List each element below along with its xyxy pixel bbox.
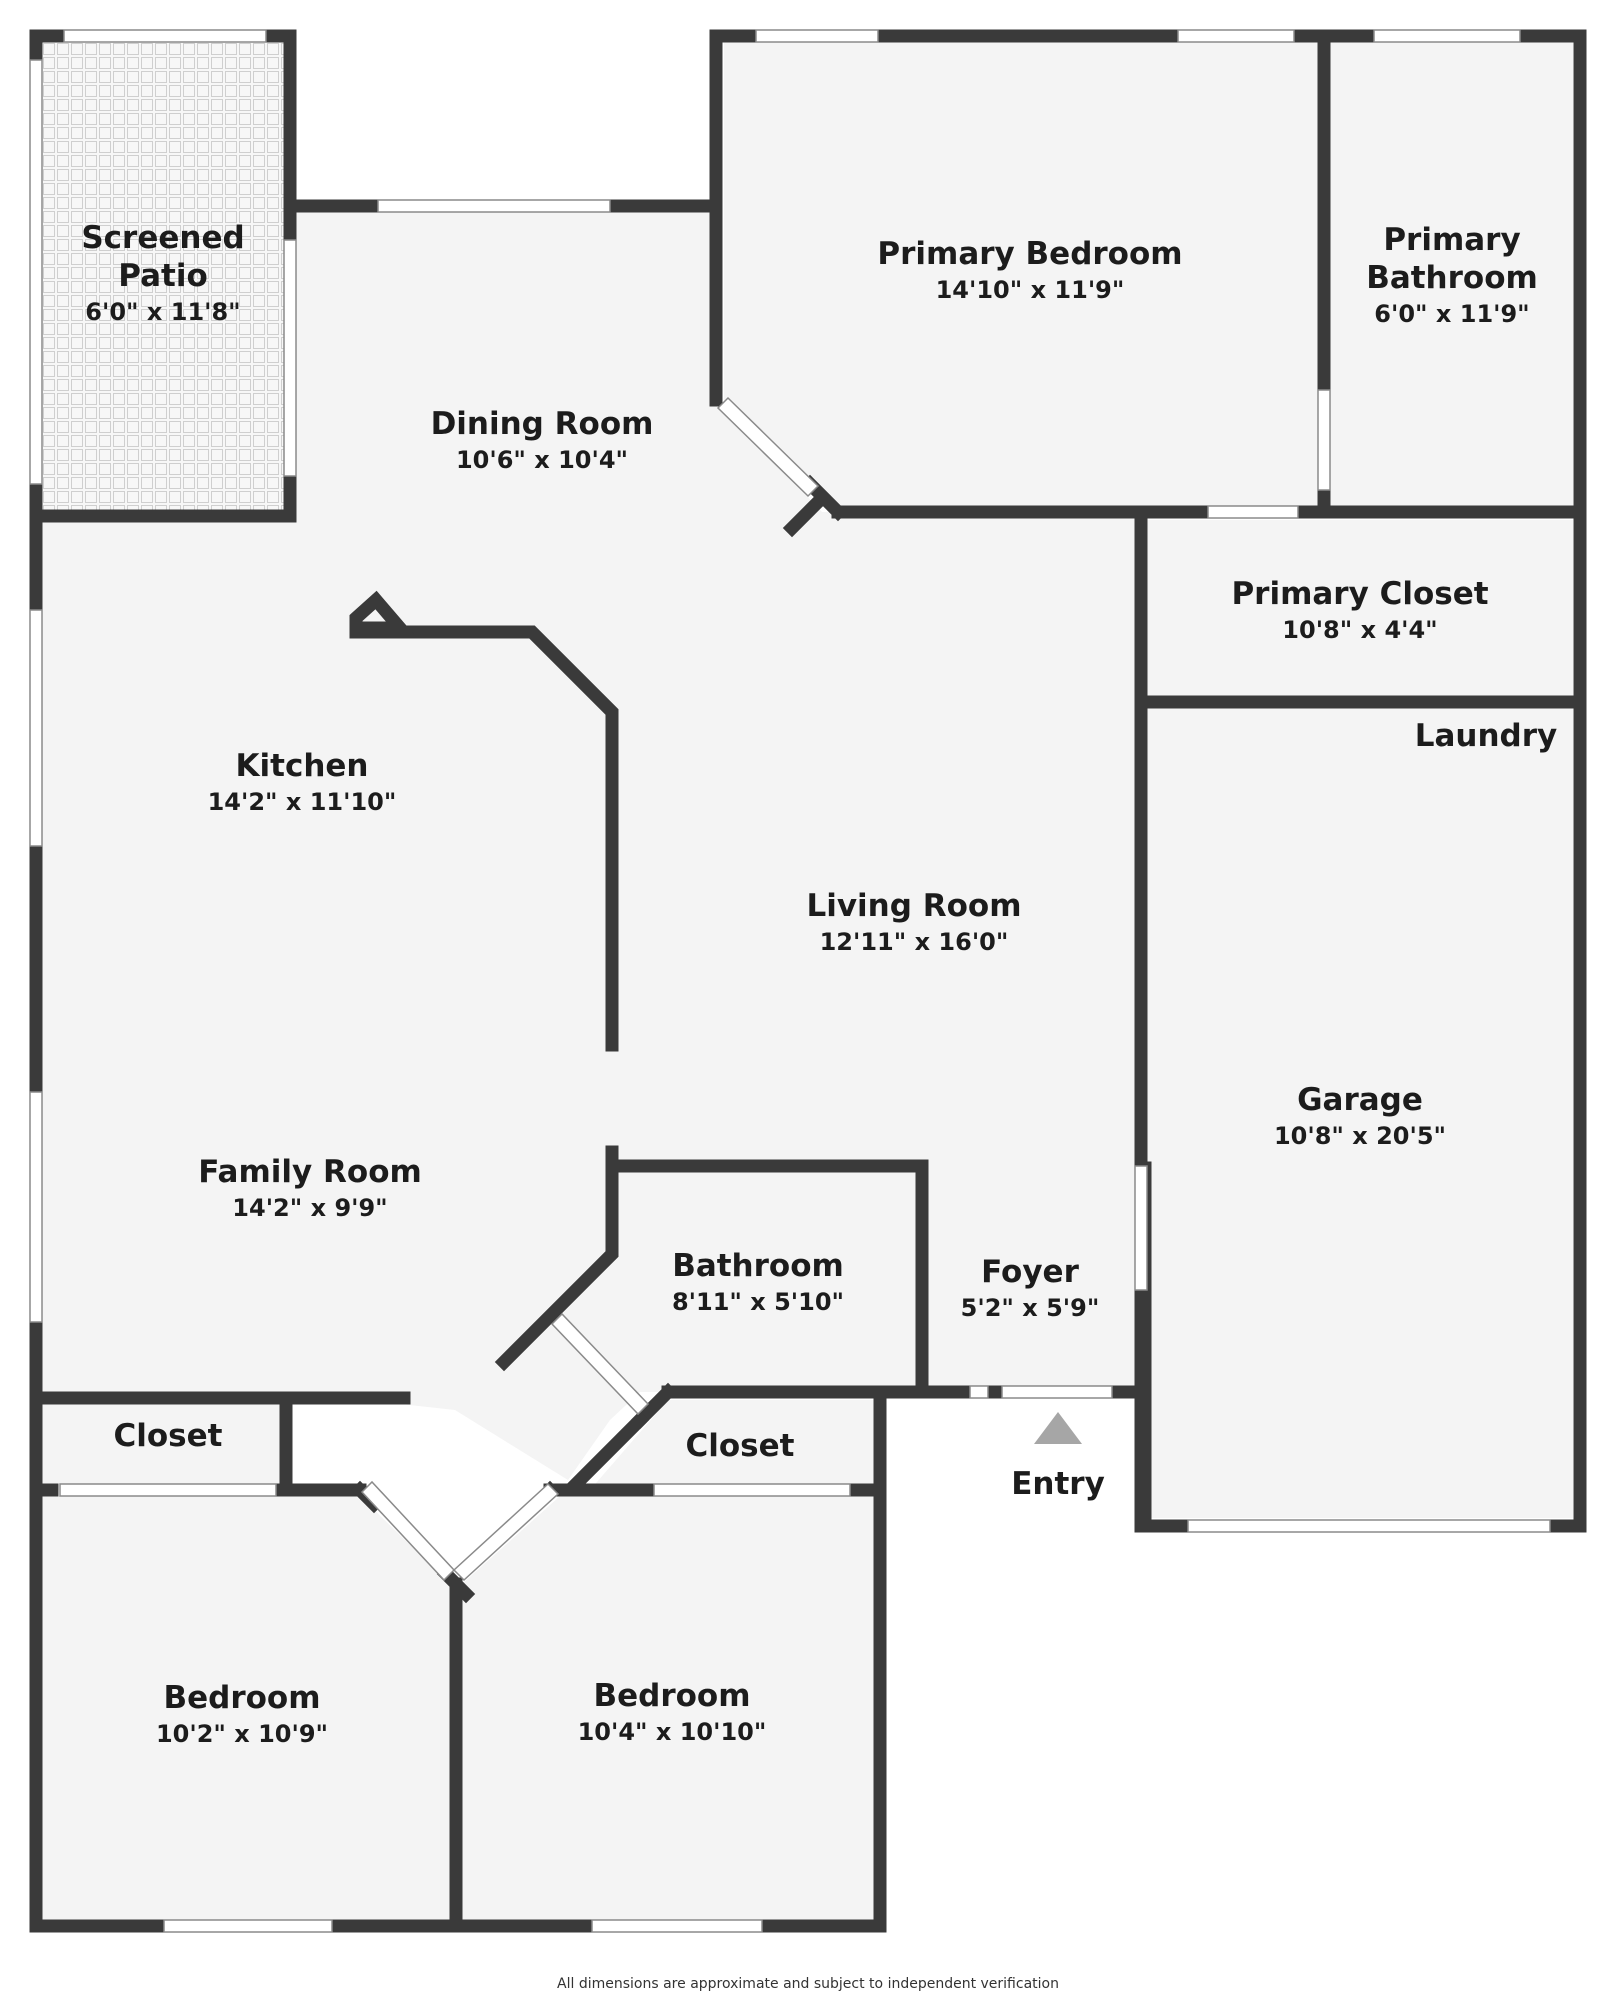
primary-bedroom-name: Primary Bedroom xyxy=(877,236,1182,272)
closet-right-door xyxy=(653,1483,851,1497)
room-labels: Screened Patio 6'0" x 11'8" Dining Room … xyxy=(81,220,1557,1748)
screened-patio-floor xyxy=(36,36,290,516)
bedroom-left-dims: 10'2" x 10'9" xyxy=(156,1720,328,1748)
dining-north-window xyxy=(377,199,611,213)
primary-closet-door xyxy=(1207,505,1299,519)
bathroom-west-wall xyxy=(494,1159,619,1372)
bathroom-dims: 8'11" x 5'10" xyxy=(672,1288,844,1316)
laundry-name: Laundry xyxy=(1415,718,1558,754)
bedroom-right-window xyxy=(591,1919,763,1933)
bathroom-walls xyxy=(605,1145,929,1399)
patio-east-window xyxy=(283,239,297,477)
bedroom-right-diagonal-door xyxy=(452,1482,560,1582)
bedroom-left-name: Bedroom xyxy=(163,1680,320,1716)
bathroom-name: Bathroom xyxy=(672,1248,844,1284)
walls xyxy=(29,29,1587,1933)
closet-right-name: Closet xyxy=(686,1428,795,1464)
kitchen-island-wall xyxy=(349,625,619,1052)
bedroom-left-floor xyxy=(36,1496,450,1926)
primary-bedroom-window-1 xyxy=(755,29,879,43)
family-room-name: Family Room xyxy=(198,1154,422,1190)
garage-dims: 10'8" x 20'5" xyxy=(1274,1122,1446,1150)
entry-label: Entry xyxy=(1011,1466,1105,1502)
foyer-dims: 5'2" x 5'9" xyxy=(961,1294,1100,1322)
primary-bath-door xyxy=(1317,389,1331,491)
primary-closet-dims: 10'8" x 4'4" xyxy=(1282,616,1437,644)
screened-patio-name-2: Patio xyxy=(118,258,208,294)
family-room-dims: 14'2" x 9'9" xyxy=(232,1194,387,1222)
kitchen-island-corner xyxy=(349,590,415,635)
primary-bathroom-floor xyxy=(1328,36,1573,512)
dining-diagonal-stub xyxy=(782,490,830,538)
primary-bath-window xyxy=(1373,29,1521,43)
primary-bathroom-name-2: Bathroom xyxy=(1366,260,1538,296)
dimensions-disclaimer: All dimensions are approximate and subje… xyxy=(557,1976,1059,1992)
primary-bathroom-dims: 6'0" x 11'9" xyxy=(1374,300,1529,328)
openings xyxy=(29,29,1551,1933)
living-room-name: Living Room xyxy=(806,888,1021,924)
living-room-dims: 12'11" x 16'0" xyxy=(820,928,1009,956)
garage-name: Garage xyxy=(1297,1082,1423,1118)
floor-areas xyxy=(36,36,1573,1926)
primary-bedroom-dims: 14'10" x 11'9" xyxy=(936,276,1125,304)
foyer-name: Foyer xyxy=(981,1254,1079,1290)
closet-left-name: Closet xyxy=(114,1418,223,1454)
screened-patio-dims: 6'0" x 11'8" xyxy=(85,298,240,326)
closet-left-door xyxy=(59,1483,277,1497)
bedroom-left-window xyxy=(163,1919,333,1933)
garage-floor xyxy=(1145,706,1573,1518)
kitchen-dims: 14'2" x 11'10" xyxy=(208,788,397,816)
entry-arrow-icon xyxy=(1034,1412,1082,1444)
patio-west-window xyxy=(29,59,43,485)
family-west-window xyxy=(29,1091,43,1323)
closet-right-diagonal xyxy=(566,1410,650,1494)
entry-sidelight xyxy=(969,1385,989,1399)
bedroom-divider-tip xyxy=(436,1564,476,1604)
primary-bedroom-window-2 xyxy=(1177,29,1295,43)
kitchen-west-window xyxy=(29,609,43,847)
bathroom-floor xyxy=(620,1168,916,1392)
bathroom-diagonal-door xyxy=(550,1312,650,1416)
primary-bedroom-floor xyxy=(724,36,1320,512)
garage-main-door xyxy=(1187,1519,1551,1533)
closet-right-floor xyxy=(590,1400,874,1490)
kitchen-name: Kitchen xyxy=(235,748,368,784)
dining-room-dims: 10'6" x 10'4" xyxy=(456,446,628,474)
bedroom-right-dims: 10'4" x 10'10" xyxy=(578,1718,767,1746)
screened-patio-name: Screened xyxy=(81,220,244,256)
bedroom-right-floor xyxy=(462,1496,874,1926)
bedroom-right-name: Bedroom xyxy=(593,1678,750,1714)
dining-room-name: Dining Room xyxy=(431,406,654,442)
primary-bathroom-name: Primary xyxy=(1383,222,1520,258)
primary-closet-floor xyxy=(1145,520,1573,698)
patio-north-window xyxy=(63,29,267,43)
primary-closet-name: Primary Closet xyxy=(1231,576,1488,612)
entry-door xyxy=(1001,1385,1113,1399)
primary-bedroom-diagonal-door xyxy=(716,396,820,498)
garage-door-side xyxy=(1134,1165,1148,1291)
closet-left-floor xyxy=(36,1404,286,1490)
